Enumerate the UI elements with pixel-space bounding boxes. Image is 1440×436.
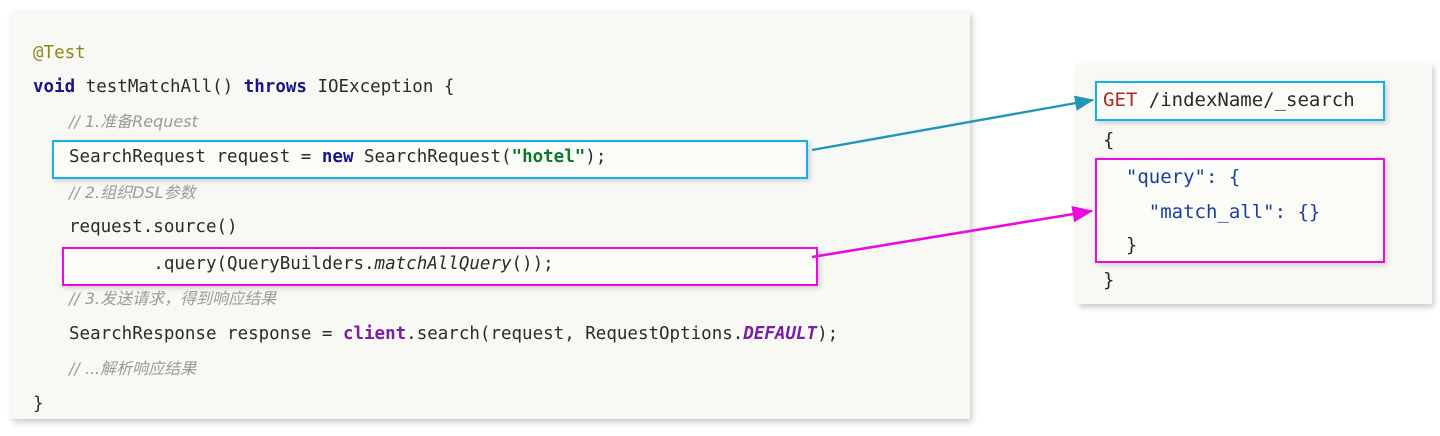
dsl-match-all-key: "match_all": {} xyxy=(1103,201,1321,223)
query-call-prefix: .query(QueryBuilders. xyxy=(69,254,375,274)
highlight-box-query-block xyxy=(1095,158,1385,263)
search-response-mid: .search(request, RequestOptions. xyxy=(406,324,744,344)
keyword-new: new xyxy=(321,147,354,167)
java-code-panel: @Test void testMatchAll() throws IOExcep… xyxy=(11,11,970,419)
string-literal-hotel: "hotel" xyxy=(511,147,586,167)
code-line-search-response: SearchResponse response = client.search(… xyxy=(69,317,1028,351)
search-request-prefix: SearchRequest request = xyxy=(69,147,322,167)
code-comment-3: // 3.发送请求，得到响应结果 xyxy=(69,289,277,308)
dsl-open-brace: { xyxy=(1103,129,1115,151)
code-line-annotation: @Test xyxy=(33,36,992,70)
code-comment-2: // 2.组织DSL参数 xyxy=(69,183,196,202)
exception-token: IOException { xyxy=(306,77,455,97)
dsl-close-brace: } xyxy=(1103,269,1115,291)
http-verb-get: GET xyxy=(1103,89,1138,111)
code-line-closing-brace: } xyxy=(33,394,44,414)
code-line-source-call: request.source() xyxy=(69,217,238,237)
dsl-query-key: "query": { xyxy=(1103,166,1241,188)
method-name-token: testMatchAll() xyxy=(75,77,244,97)
highlight-box-get-request xyxy=(1095,81,1385,121)
search-response-suffix: ); xyxy=(817,324,839,344)
request-path: /indexName/_search xyxy=(1137,89,1355,111)
constant-default: DEFAULT xyxy=(743,324,818,344)
highlight-box-query-call xyxy=(62,247,818,286)
code-line-search-request: SearchRequest request = new SearchReques… xyxy=(69,140,1028,174)
field-client: client xyxy=(342,324,407,344)
keyword-throws: throws xyxy=(243,77,307,97)
dsl-query-close-brace: } xyxy=(1103,234,1138,256)
query-call-suffix: ()); xyxy=(511,254,554,274)
dsl-request-line: GET /indexName/_search xyxy=(1103,81,1355,119)
search-request-suffix: ); xyxy=(585,147,607,167)
search-response-prefix: SearchResponse response = xyxy=(69,324,343,344)
annotation-token: @Test xyxy=(33,43,86,63)
highlight-box-search-request xyxy=(52,140,808,179)
code-line-signature: void testMatchAll() throws IOException { xyxy=(33,70,992,104)
method-matchallquery: matchAllQuery xyxy=(374,254,512,274)
search-request-mid: SearchRequest( xyxy=(353,147,512,167)
keyword-void: void xyxy=(33,77,76,97)
code-comment-1: // 1.准备Request xyxy=(69,112,198,131)
dsl-request-panel: GET /indexName/_search { "query": { "mat… xyxy=(1077,63,1432,304)
code-line-query-call: .query(QueryBuilders.matchAllQuery()); xyxy=(69,247,1028,281)
code-comment-4: // ...解析响应结果 xyxy=(69,359,197,378)
